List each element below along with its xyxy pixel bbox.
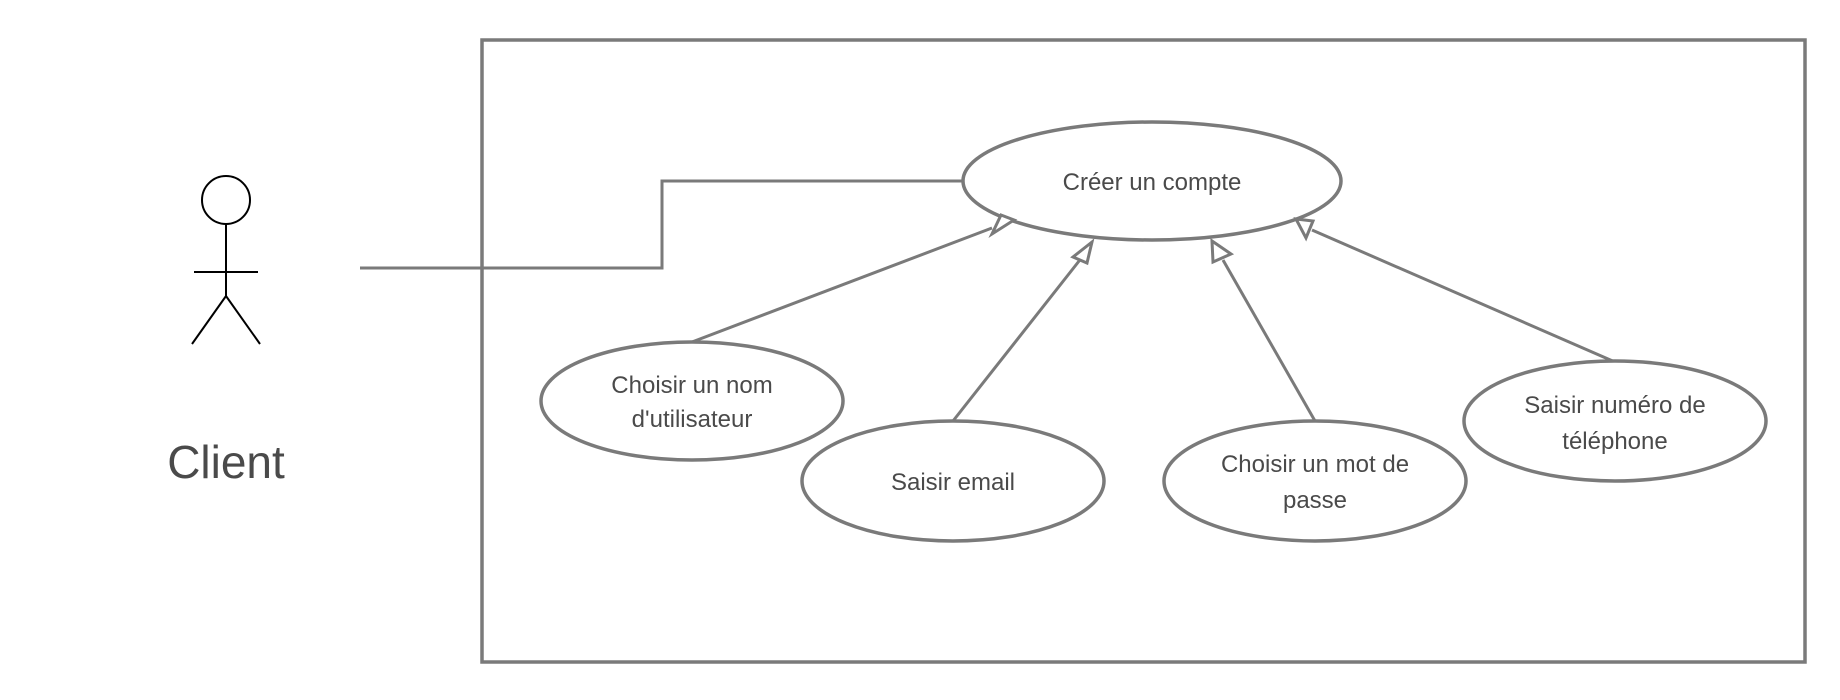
generalization-phone bbox=[1311, 228, 1616, 364]
actor-right-leg bbox=[225, 295, 261, 345]
generalization-password bbox=[1221, 259, 1317, 422]
arrowhead-password bbox=[1210, 238, 1235, 265]
generalization-username bbox=[691, 226, 993, 344]
actor-head bbox=[201, 175, 251, 225]
use-case-label: Saisir email bbox=[891, 469, 1015, 496]
use-case-label-line1: Saisir numéro de bbox=[1524, 392, 1705, 419]
arrowhead-email bbox=[1070, 238, 1095, 266]
use-case-create-account[interactable]: Créer un compte bbox=[961, 120, 1343, 242]
arrowhead-username bbox=[988, 213, 1018, 239]
use-case-label-line2: d'utilisateur bbox=[632, 406, 753, 433]
association-line bbox=[360, 179, 967, 270]
actor-left-leg bbox=[191, 295, 227, 345]
use-case-label: Créer un compte bbox=[1063, 169, 1242, 196]
system-boundary bbox=[480, 38, 1807, 664]
use-case-ellipse bbox=[961, 120, 1343, 242]
use-case-label-line1: Choisir un nom bbox=[611, 372, 772, 399]
actor-client[interactable]: Client bbox=[167, 175, 285, 488]
use-case-ellipse bbox=[800, 419, 1106, 543]
use-case-enter-phone[interactable]: Saisir numéro de téléphone bbox=[1462, 359, 1768, 483]
actor-label: Client bbox=[167, 436, 285, 488]
use-case-choose-password[interactable]: Choisir un mot de passe bbox=[1162, 419, 1468, 543]
use-case-label-line1: Choisir un mot de bbox=[1221, 451, 1409, 478]
use-case-ellipse bbox=[1462, 359, 1768, 483]
use-case-ellipse bbox=[539, 340, 845, 462]
use-case-ellipse bbox=[1162, 419, 1468, 543]
use-case-label-line2: passe bbox=[1283, 487, 1347, 514]
use-case-enter-email[interactable]: Saisir email bbox=[800, 419, 1106, 543]
use-case-label-line2: téléphone bbox=[1562, 428, 1667, 455]
use-case-choose-username[interactable]: Choisir un nom d'utilisateur bbox=[539, 340, 845, 462]
arrowhead-phone bbox=[1293, 217, 1316, 242]
generalization-email bbox=[951, 255, 1085, 422]
